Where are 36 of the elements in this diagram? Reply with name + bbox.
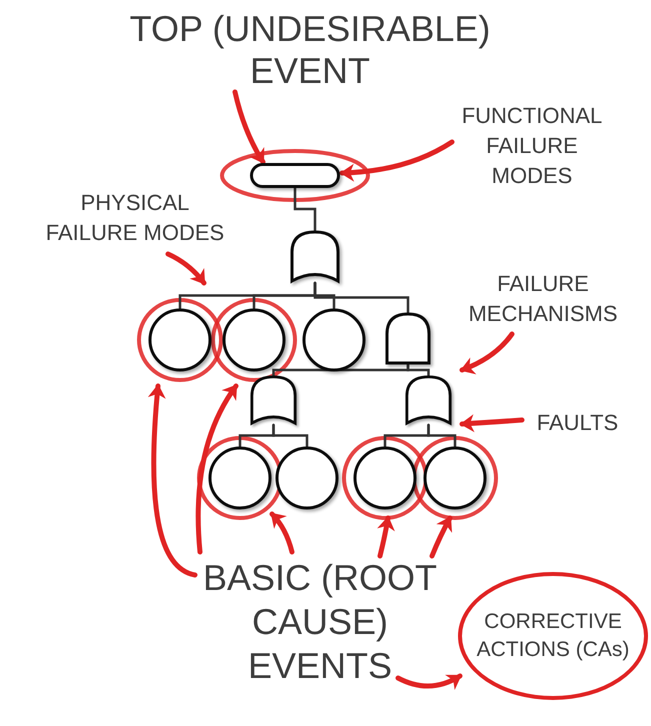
event-circle — [222, 308, 286, 372]
callout-label: FAILURE MECHANISMS — [448, 266, 638, 332]
connector-line — [272, 424, 308, 448]
arrow — [270, 512, 294, 554]
arrow — [232, 90, 266, 164]
or-gate — [405, 375, 452, 425]
event-circle — [353, 446, 417, 510]
event-circle — [423, 446, 487, 510]
arrow — [396, 674, 462, 690]
top-event-box — [250, 163, 340, 188]
event-circle — [275, 446, 339, 510]
callout-label: CORRECTIVE ACTIONS (CAs) — [476, 609, 630, 663]
event-circle — [148, 308, 212, 372]
arrow — [340, 140, 454, 182]
or-gate — [250, 375, 297, 425]
callout-label: PHYSICAL FAILURE MODES — [40, 186, 230, 250]
and-gate — [385, 312, 431, 365]
callout-label: FUNCTIONAL FAILURE MODES — [452, 98, 612, 194]
callout-label: FAULTS — [525, 405, 630, 441]
connector-line — [294, 186, 316, 232]
callout-label: BASIC (ROOT CAUSE) EVENTS — [175, 552, 465, 692]
event-circle — [302, 308, 366, 372]
connector-line — [406, 364, 430, 376]
arrow — [377, 516, 395, 558]
event-circle — [208, 446, 272, 510]
connector-line — [427, 424, 456, 448]
arrow — [460, 332, 514, 374]
circled-note — [458, 572, 648, 700]
connector-line — [314, 282, 410, 314]
arrow — [148, 384, 198, 578]
arrow — [166, 252, 206, 286]
callout-label: TOP (UNDESIRABLE) EVENT — [110, 8, 510, 92]
arrow — [430, 516, 452, 558]
or-gate — [290, 230, 340, 283]
arrow — [460, 414, 524, 432]
arrow — [196, 384, 238, 554]
